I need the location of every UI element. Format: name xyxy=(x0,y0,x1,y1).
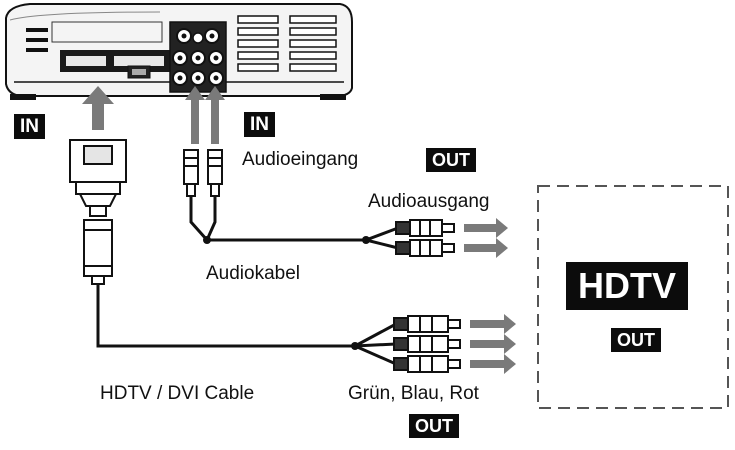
hdtv-label: HDTV xyxy=(566,262,688,310)
rca-plug-icon xyxy=(395,219,455,257)
audio-output-label: Audioausgang xyxy=(368,191,490,212)
projector-icon xyxy=(5,3,353,100)
component-colors-label: Grün, Blau, Rot xyxy=(348,383,479,404)
hdtv-dvi-cable-label: HDTV / DVI Cable xyxy=(100,383,255,404)
out-badge-hdtv: OUT xyxy=(611,328,661,352)
in-badge-left: IN xyxy=(14,114,45,139)
rca-plug-icon xyxy=(183,149,223,197)
hdtv-device-box xyxy=(537,185,729,409)
arrow-icon xyxy=(185,86,205,144)
arrow-icon xyxy=(464,218,508,258)
audio-input-label: Audioeingang xyxy=(242,149,359,170)
audio-cable-label: Audiokabel xyxy=(206,263,301,284)
vga-connector-icon xyxy=(69,139,127,285)
arrow-icon xyxy=(470,314,516,374)
arrow-icon xyxy=(205,86,225,144)
out-badge-bottom: OUT xyxy=(409,414,459,438)
rca-plug-icon xyxy=(393,315,461,373)
arrow-icon xyxy=(82,86,114,130)
in-badge-right: IN xyxy=(244,112,275,137)
out-badge-top: OUT xyxy=(426,148,476,172)
